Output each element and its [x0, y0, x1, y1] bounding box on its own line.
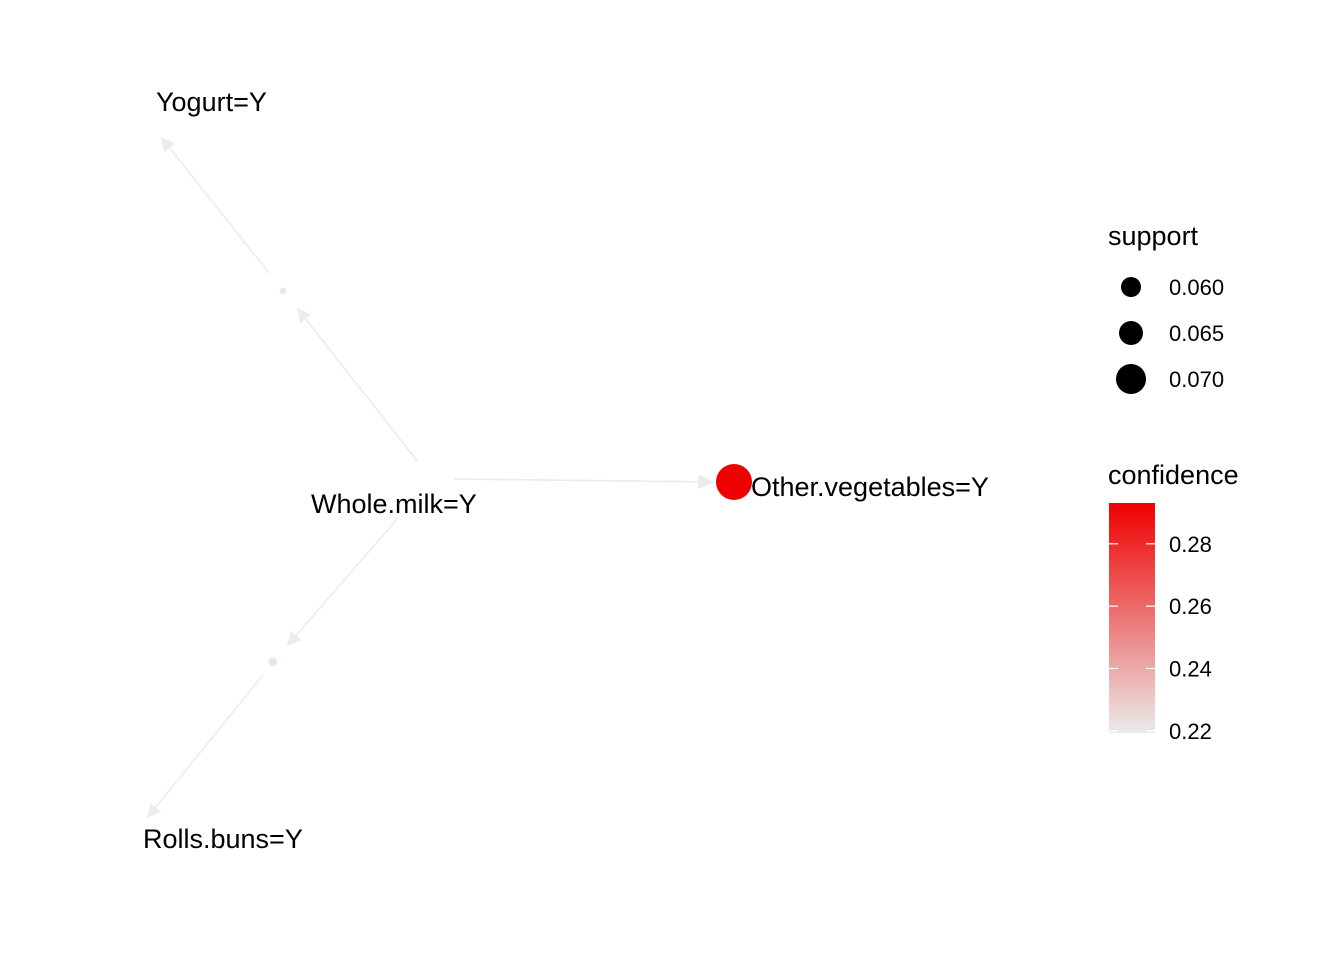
edge-rule2-to-other_veg [455, 474, 715, 489]
edge-rule3-to-rolls_buns [146, 674, 264, 819]
confidence-colorbar [1109, 503, 1155, 733]
confidence-tick-label: 0.26 [1169, 594, 1212, 619]
confidence-tick-label: 0.22 [1169, 719, 1212, 744]
node-label-rolls-buns: Rolls.buns=Y [143, 824, 303, 854]
node-label-other-vegetables: Other.vegetables=Y [751, 472, 989, 502]
node-label-yogurt: Yogurt=Y [156, 87, 267, 117]
support-legend-label: 0.060 [1169, 275, 1224, 300]
rule-node-layer [268, 287, 752, 667]
support-legend-title: support [1108, 221, 1199, 251]
support-legend: support 0.060 0.065 0.070 [1108, 221, 1224, 394]
confidence-legend-title: confidence [1108, 460, 1239, 490]
rule-node-rule2 [716, 464, 752, 500]
rule-node-rule3 [268, 657, 278, 667]
item-label-layer: Yogurt=Y Whole.milk=Y Other.vegetables=Y… [143, 87, 989, 854]
support-legend-item: 0.070 [1116, 364, 1224, 394]
confidence-legend: confidence 0.22 0.24 0.26 0.28 [1108, 460, 1239, 744]
support-legend-dot [1121, 277, 1141, 297]
confidence-tick-label: 0.24 [1169, 656, 1212, 681]
support-legend-dot [1119, 321, 1143, 345]
support-legend-item: 0.060 [1121, 275, 1224, 300]
edge-rule1-to-yogurt [160, 136, 270, 274]
rule-node-rule1 [279, 287, 287, 295]
support-legend-label: 0.065 [1169, 321, 1224, 346]
support-legend-item: 0.065 [1119, 321, 1224, 346]
support-legend-dot [1116, 364, 1146, 394]
support-legend-label: 0.070 [1169, 367, 1224, 392]
edge-layer [146, 136, 715, 819]
edge-whole_milk-to-rule3 [286, 517, 399, 647]
edge-whole_milk-to-rule1 [296, 307, 419, 463]
node-label-whole-milk: Whole.milk=Y [311, 489, 477, 519]
confidence-tick-label: 0.28 [1169, 532, 1212, 557]
